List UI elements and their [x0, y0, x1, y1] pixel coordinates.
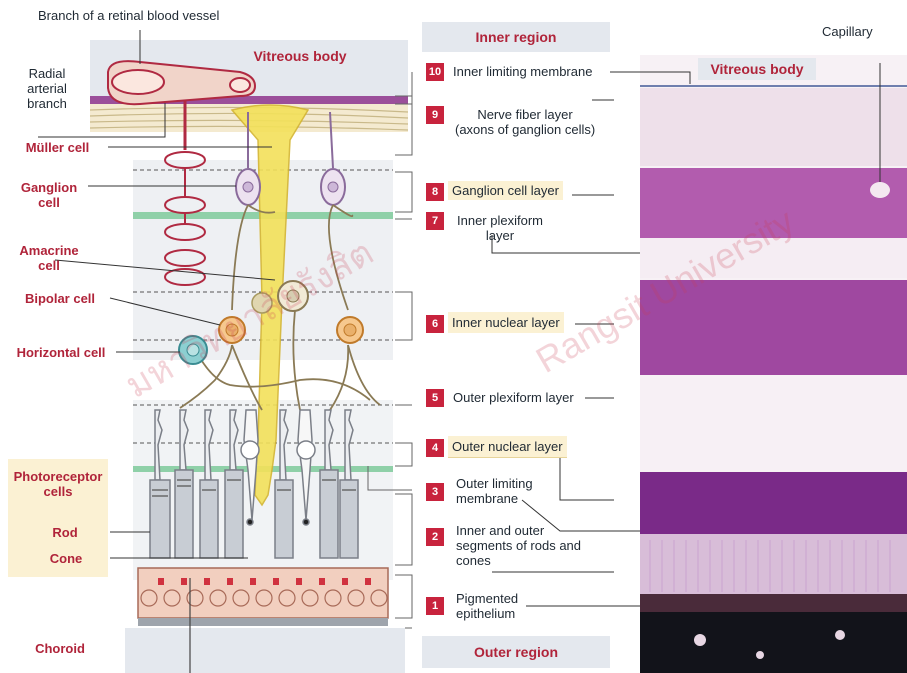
choroid-panel [125, 628, 405, 673]
vitreous-body-header-left: Vitreous body [220, 45, 380, 67]
layer-number-badge: 6 [426, 315, 444, 333]
layer-number-badge: 8 [426, 183, 444, 201]
layer-number-badge: 7 [426, 212, 444, 230]
vitreous-body-header-right: Vitreous body [698, 58, 816, 80]
layer-label: Inner plexiform layer [455, 213, 545, 243]
layer-number-badge: 9 [426, 106, 444, 124]
layer-label: Inner nuclear layer [448, 312, 564, 333]
label-muller-cell: Müller cell [10, 140, 105, 155]
label-choroid: Choroid [10, 641, 110, 656]
layer-number-badge: 4 [426, 439, 444, 457]
label-retinal-vessel-branch: Branch of a retinal blood vessel [38, 8, 219, 23]
layer-label: Inner limiting membrane [453, 64, 592, 79]
inner-region-header: Inner region [422, 22, 610, 52]
layer-label: Ganglion cell layer [448, 181, 563, 200]
layer-number-badge: 2 [426, 528, 444, 546]
layer-label: Outer plexiform layer [453, 390, 574, 405]
outer-region-header: Outer region [422, 636, 610, 668]
label-photoreceptor-cells: Photoreceptor cells [8, 469, 108, 499]
layer-number-badge: 5 [426, 389, 444, 407]
label-radial-arterial-branch: Radial arterial branch [2, 66, 92, 111]
layer-label: Outer nuclear layer [448, 436, 567, 458]
layer-number-badge: 10 [426, 63, 444, 81]
label-horizontal-cell: Horizontal cell [6, 345, 116, 360]
label-capillary: Capillary [822, 24, 873, 39]
layer-label: Outer limiting membrane [456, 476, 533, 506]
label-bipolar-cell: Bipolar cell [10, 291, 110, 306]
label-cone: Cone [38, 551, 94, 566]
layer-label: Inner and outer segments of rods and con… [456, 523, 581, 568]
layer-number-badge: 1 [426, 597, 444, 615]
histology-micrograph [640, 55, 907, 673]
label-rod: Rod [40, 525, 90, 540]
label-amacrine-cell: Amacrine cell [14, 243, 84, 273]
layer-label: Pigmented epithelium [456, 591, 518, 621]
layer-number-badge: 3 [426, 483, 444, 501]
layer-label: Nerve fiber layer (axons of ganglion cel… [455, 107, 595, 137]
label-ganglion-cell: Ganglion cell [14, 180, 84, 210]
